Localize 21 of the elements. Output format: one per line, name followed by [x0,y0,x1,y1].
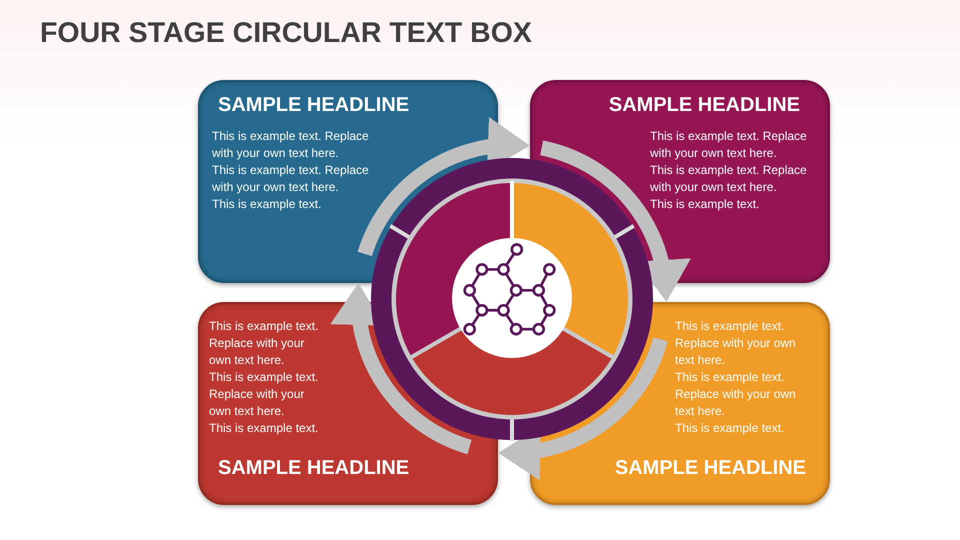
headline: SAMPLE HEADLINE [608,93,800,117]
body-text: This is example text. [209,420,320,437]
body-text: This is example text. Replace with your own text here. [650,128,808,162]
curved-arrow [332,282,472,454]
headline: SAMPLE HEADLINE [614,456,806,480]
body-text: This is example text. [212,196,322,213]
curved-arrow [498,337,668,479]
body-text: This is example text. Replace with your own text here. [212,128,370,162]
body-text: This is example text. [650,196,760,213]
body-text: This is example text. [675,420,786,437]
curved-arrow [358,118,530,257]
curved-arrow [540,140,689,302]
title: FOUR STAGE CIRCULAR TEXT BOX [40,16,532,50]
body-text: This is example text. Replace with your own text here. [209,318,320,369]
body-text: This is example text. Replace with your own text here. [675,318,797,369]
body-text: This is example text. Replace with your own text here. [209,369,320,420]
headline: SAMPLE HEADLINE [218,93,410,117]
headline: SAMPLE HEADLINE [218,456,410,480]
body-text: This is example text. Replace with your own text here. [212,162,370,196]
body-text: This is example text. Replace with your own text here. [675,369,797,420]
body-text: This is example text. Replace with your own text here. [650,162,808,196]
